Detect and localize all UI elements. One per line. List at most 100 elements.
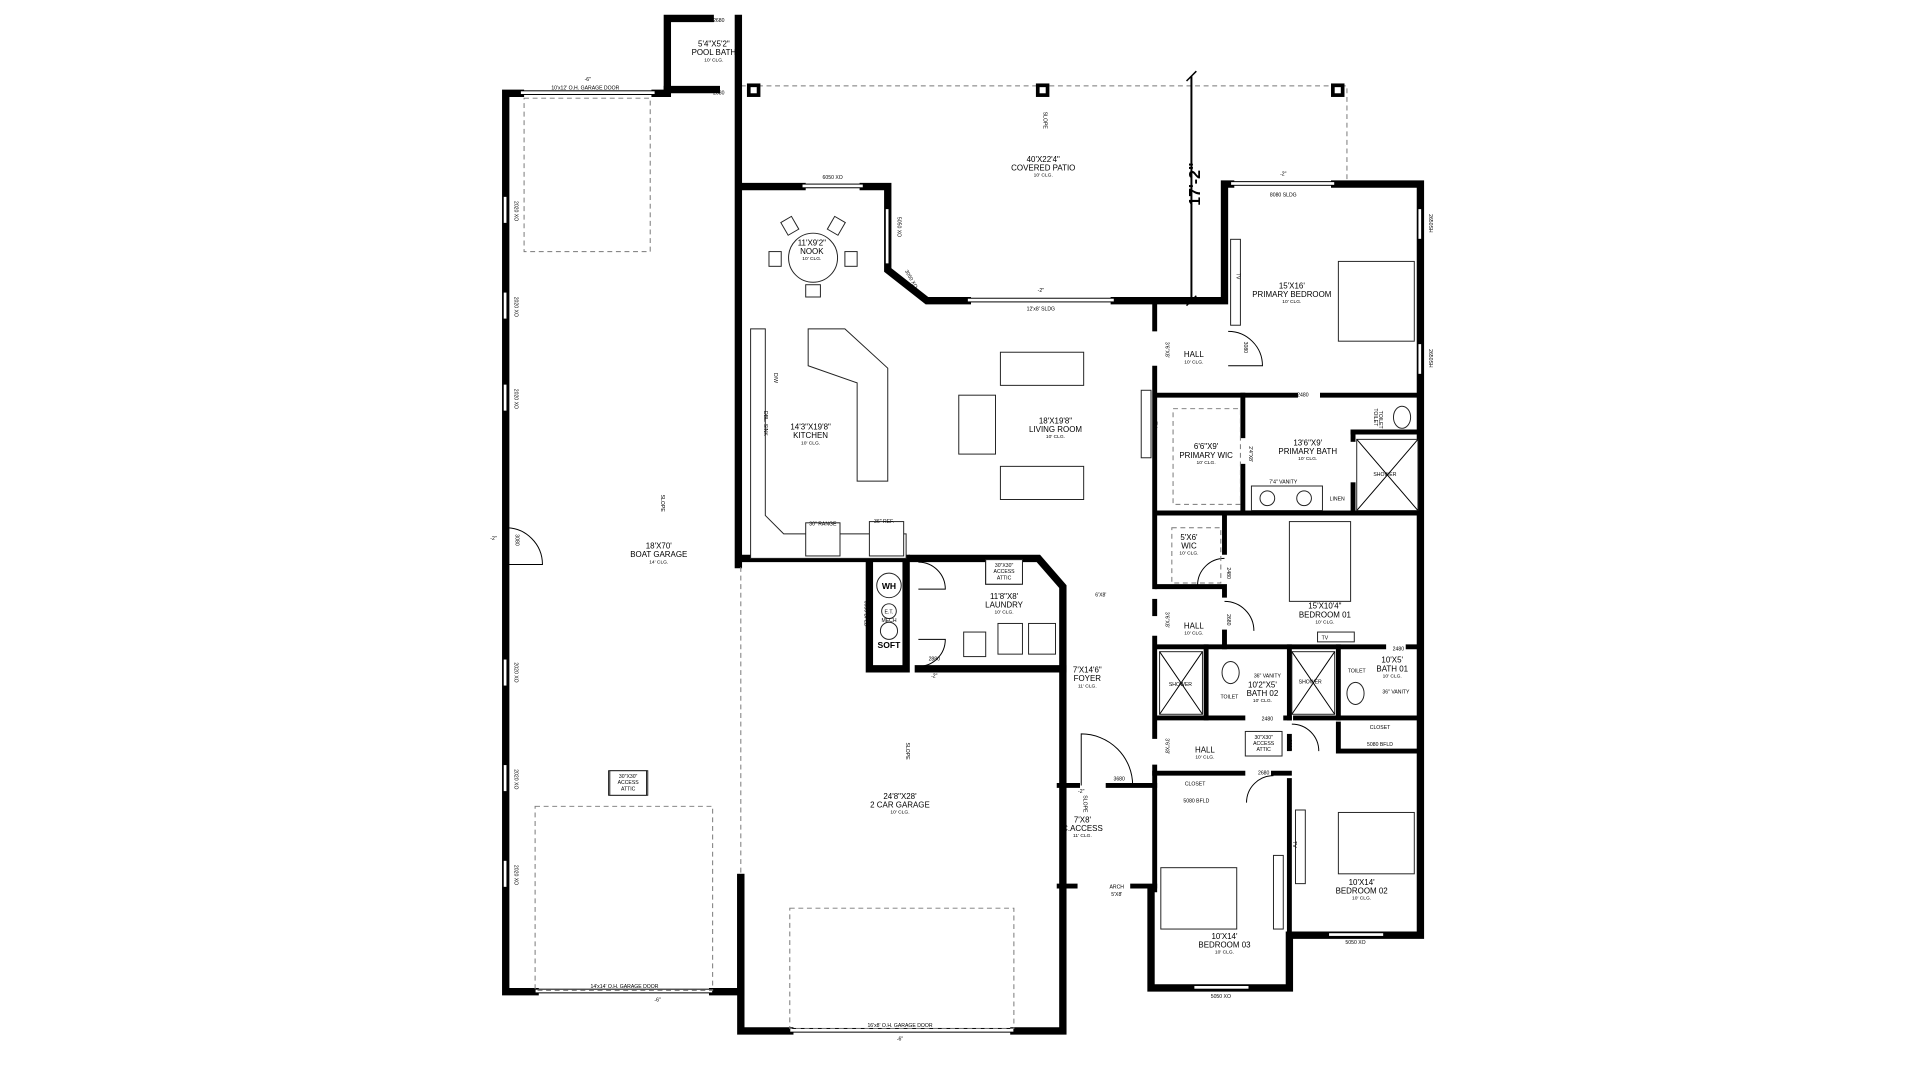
attic-access-label: ACCESS xyxy=(1253,741,1275,747)
room-size: 15'X16' xyxy=(1279,281,1305,290)
plan-annotation: 2880 xyxy=(926,556,938,562)
room-ceiling: 10' CLG. xyxy=(1034,173,1053,179)
room-ceiling: 10' CLG. xyxy=(1315,619,1334,625)
plan-annotation: 10'x12' O.H. GARAGE DOOR xyxy=(551,86,619,92)
room-size: 10'X14' xyxy=(1211,932,1237,941)
room-ceiling: 10' CLG. xyxy=(801,440,820,446)
plan-annotation: TV xyxy=(1235,273,1241,280)
room-size: 10'2"X5' xyxy=(1248,680,1277,689)
attic-access-label: 30"X30" xyxy=(995,563,1014,569)
room-ceiling: 10' CLG. xyxy=(995,610,1014,616)
plan-annotation: SLOPE xyxy=(659,495,665,513)
room-name: NOOK xyxy=(800,247,824,256)
attic-access-hatch xyxy=(609,770,648,796)
room-name: PRIMARY BATH xyxy=(1278,447,1337,456)
plan-annotation: 5'X8' xyxy=(1111,892,1122,898)
plan-annotation: -6" xyxy=(585,77,592,83)
plan-annotation: 2020 XO xyxy=(512,662,518,682)
room-name: PRIMARY BEDROOM xyxy=(1252,290,1331,299)
room-name: LAUNDRY xyxy=(985,600,1024,609)
plan-annotation: 5050 XO xyxy=(1345,940,1365,946)
water-heater xyxy=(876,572,902,599)
plan-annotation: SLOPE xyxy=(904,743,910,761)
room-ceiling: 11' CLG. xyxy=(1078,683,1097,689)
attic-access-label: ACCESS xyxy=(994,569,1016,575)
plan-annotation: 2'4"X8' xyxy=(1247,446,1253,462)
interior-walls xyxy=(1056,298,1423,938)
room-name: FOYER xyxy=(1074,674,1102,683)
attic-access-label: ACCESS xyxy=(618,780,640,786)
room-size: 13'6"X9' xyxy=(1293,438,1322,447)
sofa xyxy=(999,351,1085,386)
bed xyxy=(1337,811,1415,875)
plan-annotation: TV xyxy=(1322,635,1329,641)
room-ceiling: 10' CLG. xyxy=(1215,950,1234,956)
plan-annotation: 2020 XO xyxy=(512,297,518,317)
covered-patio-outline xyxy=(740,83,1348,185)
plan-annotation: -2" xyxy=(931,673,938,679)
kitchen-island xyxy=(807,328,889,482)
room-ceiling: 10' CLG. xyxy=(1383,673,1402,679)
softener xyxy=(879,621,899,640)
annotation-labels: 10'x12' O.H. GARAGE DOOR -6" 14'x14' O.H. … xyxy=(490,18,1433,1043)
plan-annotation: 5050 XO xyxy=(896,217,902,237)
plan-annotation: 2020 XO xyxy=(512,201,518,221)
room-size: 5'X6' xyxy=(1180,533,1198,542)
room-ceiling: 10' CLG. xyxy=(1184,359,1203,365)
plan-annotation: 2680 xyxy=(713,90,725,96)
room-ceiling: 10' CLG. xyxy=(1298,456,1317,462)
plan-annotation: 30" RANGE xyxy=(809,521,837,527)
plan-annotation: 2020 XO xyxy=(512,865,518,885)
plan-annotation: 36" VANITY xyxy=(1254,673,1282,679)
plan-annotation: 16'x8' O.H. GARAGE DOOR xyxy=(867,1023,932,1029)
room-name: BATH 02 xyxy=(1247,689,1279,698)
plan-annotation: 5080 BFLD xyxy=(1183,799,1209,805)
attic-access-label: ATTIC xyxy=(621,786,636,792)
expansion-tank xyxy=(881,603,897,620)
overall-dimension: 17'-2" xyxy=(1187,162,1204,205)
room-name: 2 CAR GARAGE xyxy=(870,801,930,810)
plan-annotation: 6080 BFLD xyxy=(862,601,868,627)
plan-annotation: ARCH xyxy=(1109,885,1124,891)
room-ceiling: 10' CLG. xyxy=(890,810,909,816)
attic-access-label: 30"X30" xyxy=(1254,735,1273,741)
attic-access-labels: 30"X30"ACCESSATTIC30"X30"ACCESSATTIC30"X… xyxy=(609,559,1283,796)
room-ceiling: 10' CLG. xyxy=(1195,754,1214,760)
room-ceiling: 10' CLG. xyxy=(1352,896,1371,902)
room-name: KITCHEN xyxy=(793,431,828,440)
plan-annotation: 2650SH xyxy=(1427,349,1433,368)
room-size: 7'X8' xyxy=(1074,815,1092,824)
plan-annotation: TOILET xyxy=(1220,694,1239,700)
bed xyxy=(1160,867,1238,930)
plan-annotation: 12'x8' SLDG xyxy=(1027,306,1055,312)
plan-annotation: CLOSET xyxy=(1370,725,1391,731)
plan-annotation: 2020 XO xyxy=(512,769,518,789)
plan-annotation: SHOWER xyxy=(1373,472,1396,478)
plan-annotation: D/W xyxy=(772,373,778,383)
room-name: HALL xyxy=(1184,621,1204,630)
room-size: 18'X70' xyxy=(646,542,672,551)
plan-annotation: 5050 XO xyxy=(1211,994,1231,1000)
room-size: 7'X14'6" xyxy=(1073,666,1102,675)
plan-annotation: TOILET xyxy=(1372,408,1378,427)
room-size: 10'X14' xyxy=(1349,878,1375,887)
plan-annotation: -2" xyxy=(1078,789,1085,795)
plan-annotation: 14'x14' O.H. GARAGE DOOR xyxy=(591,984,659,990)
plan-annotation: MECH xyxy=(881,618,896,624)
room-name: PRIMARY WIC xyxy=(1179,451,1233,460)
plan-annotation: 2680 xyxy=(1286,739,1292,751)
plan-annotation: TV xyxy=(1151,421,1157,428)
room-size: 24'8"X28' xyxy=(883,792,917,801)
plan-annotation: 7'4" VANITY xyxy=(1269,480,1298,486)
plan-annotation: 2650SH xyxy=(1427,214,1433,233)
plan-annotation: 36" REF. xyxy=(874,519,894,525)
furniture xyxy=(523,97,1419,1029)
plan-annotation: -6" xyxy=(897,1037,904,1043)
plan-annotation: -2" xyxy=(490,536,497,542)
nook-table xyxy=(788,232,839,283)
plan-annotation: TOILET xyxy=(1377,411,1383,430)
room-name: BEDROOM 02 xyxy=(1336,886,1389,895)
room-ceiling: 10' CLG. xyxy=(704,57,723,63)
room-ceiling: 10' CLG. xyxy=(1282,299,1301,305)
